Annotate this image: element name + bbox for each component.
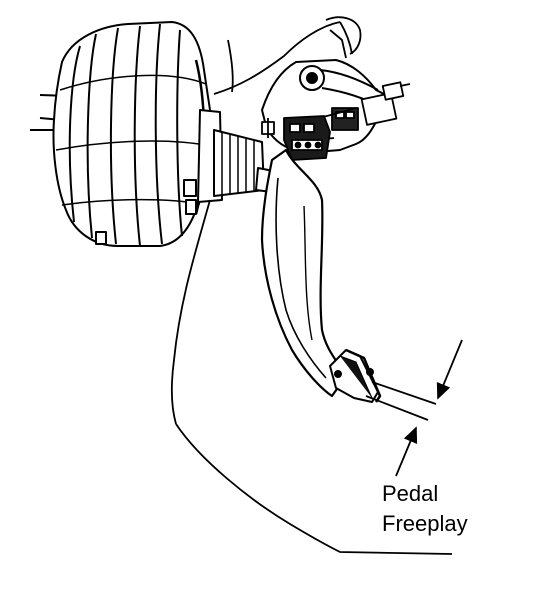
firewall-outline [170, 16, 453, 555]
freeplay-label-line-2: Freeplay [382, 511, 468, 536]
freeplay-label-line-1: Pedal [382, 481, 439, 506]
brake-booster [30, 21, 265, 247]
brake-light-switch [261, 81, 411, 161]
freeplay-dimension [365, 339, 463, 477]
booster-body [52, 21, 212, 247]
brake-pedal-arm [260, 148, 348, 398]
brake-pedal-pad [329, 348, 382, 403]
